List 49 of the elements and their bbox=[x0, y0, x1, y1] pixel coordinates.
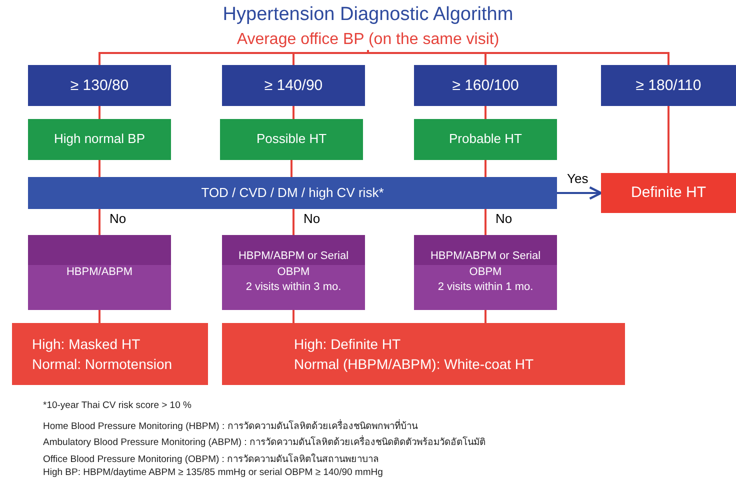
connector-line bbox=[292, 106, 294, 119]
node-text: HBPM/ABPM or Serial OBPM bbox=[237, 248, 350, 280]
connector-line bbox=[484, 106, 486, 119]
connector-line bbox=[668, 106, 670, 173]
connector-line bbox=[484, 209, 486, 235]
node-text: HBPM/ABPM or Serial OBPM bbox=[429, 248, 542, 280]
measurement-box: HBPM/ABPM bbox=[28, 235, 171, 310]
footnote: *10-year Thai CV risk score > 10 % bbox=[43, 400, 192, 411]
node-text: 2 visits within 3 mo. bbox=[244, 280, 342, 296]
threshold-box: ≥ 160/100 bbox=[414, 65, 557, 106]
result-box bbox=[222, 323, 625, 385]
connector-line bbox=[98, 106, 100, 119]
footnote: Ambulatory Blood Pressure Monitoring (ABPM) : การวัดความดันโลหิตด้วยเครื่องชนิดติดตัวพร้อมวัดอัตโนมัติ bbox=[43, 434, 486, 449]
footnote: High BP: HBPM/daytime ABPM ≥ 135/85 mmHg or serial OBPM ≥ 140/90 mmHg bbox=[43, 467, 383, 478]
edge-label: Yes bbox=[565, 171, 590, 186]
node-text: High: Masked HT bbox=[32, 334, 142, 354]
title: Hypertension Diagnostic Algorithm bbox=[222, 4, 514, 26]
connector-line bbox=[98, 209, 100, 235]
connector-line bbox=[484, 310, 486, 323]
connector-line bbox=[484, 160, 486, 177]
threshold-box: ≥ 180/110 bbox=[601, 65, 736, 106]
connector-line bbox=[292, 310, 294, 323]
category-box: Possible HT bbox=[220, 119, 363, 160]
threshold-box: ≥ 140/90 bbox=[222, 65, 365, 106]
category-box: Probable HT bbox=[414, 119, 557, 160]
measurement-box bbox=[414, 235, 557, 310]
connector-line bbox=[98, 310, 100, 323]
node-text: Normal (HBPM/ABPM): White-coat HT bbox=[294, 355, 535, 374]
measurement-box bbox=[222, 235, 365, 310]
node-text: Normal: Normotension bbox=[32, 355, 174, 374]
subtitle-text: Average office BP (on the same visit) bbox=[168, 30, 568, 50]
connector-line bbox=[98, 160, 100, 177]
edge-label: No bbox=[302, 211, 322, 226]
node-text: High: Definite HT bbox=[294, 334, 402, 354]
connector-line bbox=[367, 50, 670, 65]
result-box bbox=[12, 323, 208, 385]
result-box: Definite HT bbox=[601, 173, 736, 213]
connector-line bbox=[292, 50, 369, 65]
arrow bbox=[557, 186, 602, 200]
risk-bar: TOD / CVD / DM / high CV risk* bbox=[28, 177, 557, 209]
category-box: High normal BP bbox=[28, 119, 171, 160]
connector-line bbox=[290, 160, 292, 177]
threshold-box: ≥ 130/80 bbox=[28, 65, 171, 106]
edge-label: No bbox=[494, 211, 514, 226]
footnote: Home Blood Pressure Monitoring (HBPM) : การวัดความดันโลหิตด้วยเครื่องชนิดพกพาที่บ้าน bbox=[43, 418, 418, 433]
edge-label: No bbox=[108, 211, 128, 226]
footnote: Office Blood Pressure Monitoring (OBPM) : การวัดความดันโลหิตในสถานพยาบาล bbox=[43, 452, 380, 466]
node-text: 2 visits within 1 mo. bbox=[436, 280, 534, 296]
connector-line bbox=[292, 209, 294, 235]
